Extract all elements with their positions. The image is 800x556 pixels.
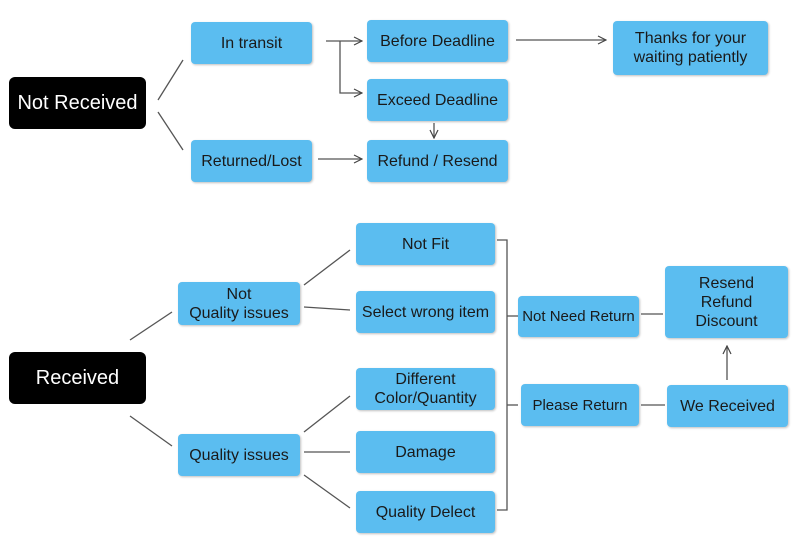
node-not-need-return: Not Need Return (518, 296, 639, 337)
node-thanks-waiting: Thanks for your waiting patiently (613, 21, 768, 75)
connector-quality-different (303, 395, 351, 433)
node-not-quality-issues: Not Quality issues (178, 282, 300, 325)
node-exceed-deadline: Exceed Deadline (367, 79, 508, 121)
node-damage: Damage (356, 431, 495, 473)
node-in-transit: In transit (191, 22, 312, 64)
arrow-intransit-exceed (339, 41, 362, 93)
node-select-wrong-item: Select wrong item (356, 291, 495, 333)
connector-notquality-wrongitem (303, 306, 351, 311)
node-not-received: Not Received (9, 77, 146, 129)
node-quality-issues: Quality issues (178, 434, 300, 476)
node-please-return: Please Return (521, 384, 639, 426)
connector-received-notquality (129, 311, 173, 341)
node-we-received: We Received (667, 385, 788, 427)
node-received: Received (9, 352, 146, 404)
connector-received-quality (129, 415, 173, 447)
connector-notreceived-intransit (157, 59, 184, 101)
node-quality-delect: Quality Delect (356, 491, 495, 533)
node-not-fit: Not Fit (356, 223, 495, 265)
node-returned-lost: Returned/Lost (191, 140, 312, 182)
node-before-deadline: Before Deadline (367, 20, 508, 62)
node-resend-refund-discount: Resend Refund Discount (665, 266, 788, 338)
connector-quality-delect (303, 474, 351, 509)
connector-notquality-notfit (303, 249, 351, 286)
connector-notreceived-returned (157, 111, 184, 151)
bracket-right (497, 239, 508, 511)
node-different-color-quantity: Different Color/Quantity (356, 368, 495, 410)
node-refund-resend: Refund / Resend (367, 140, 508, 182)
